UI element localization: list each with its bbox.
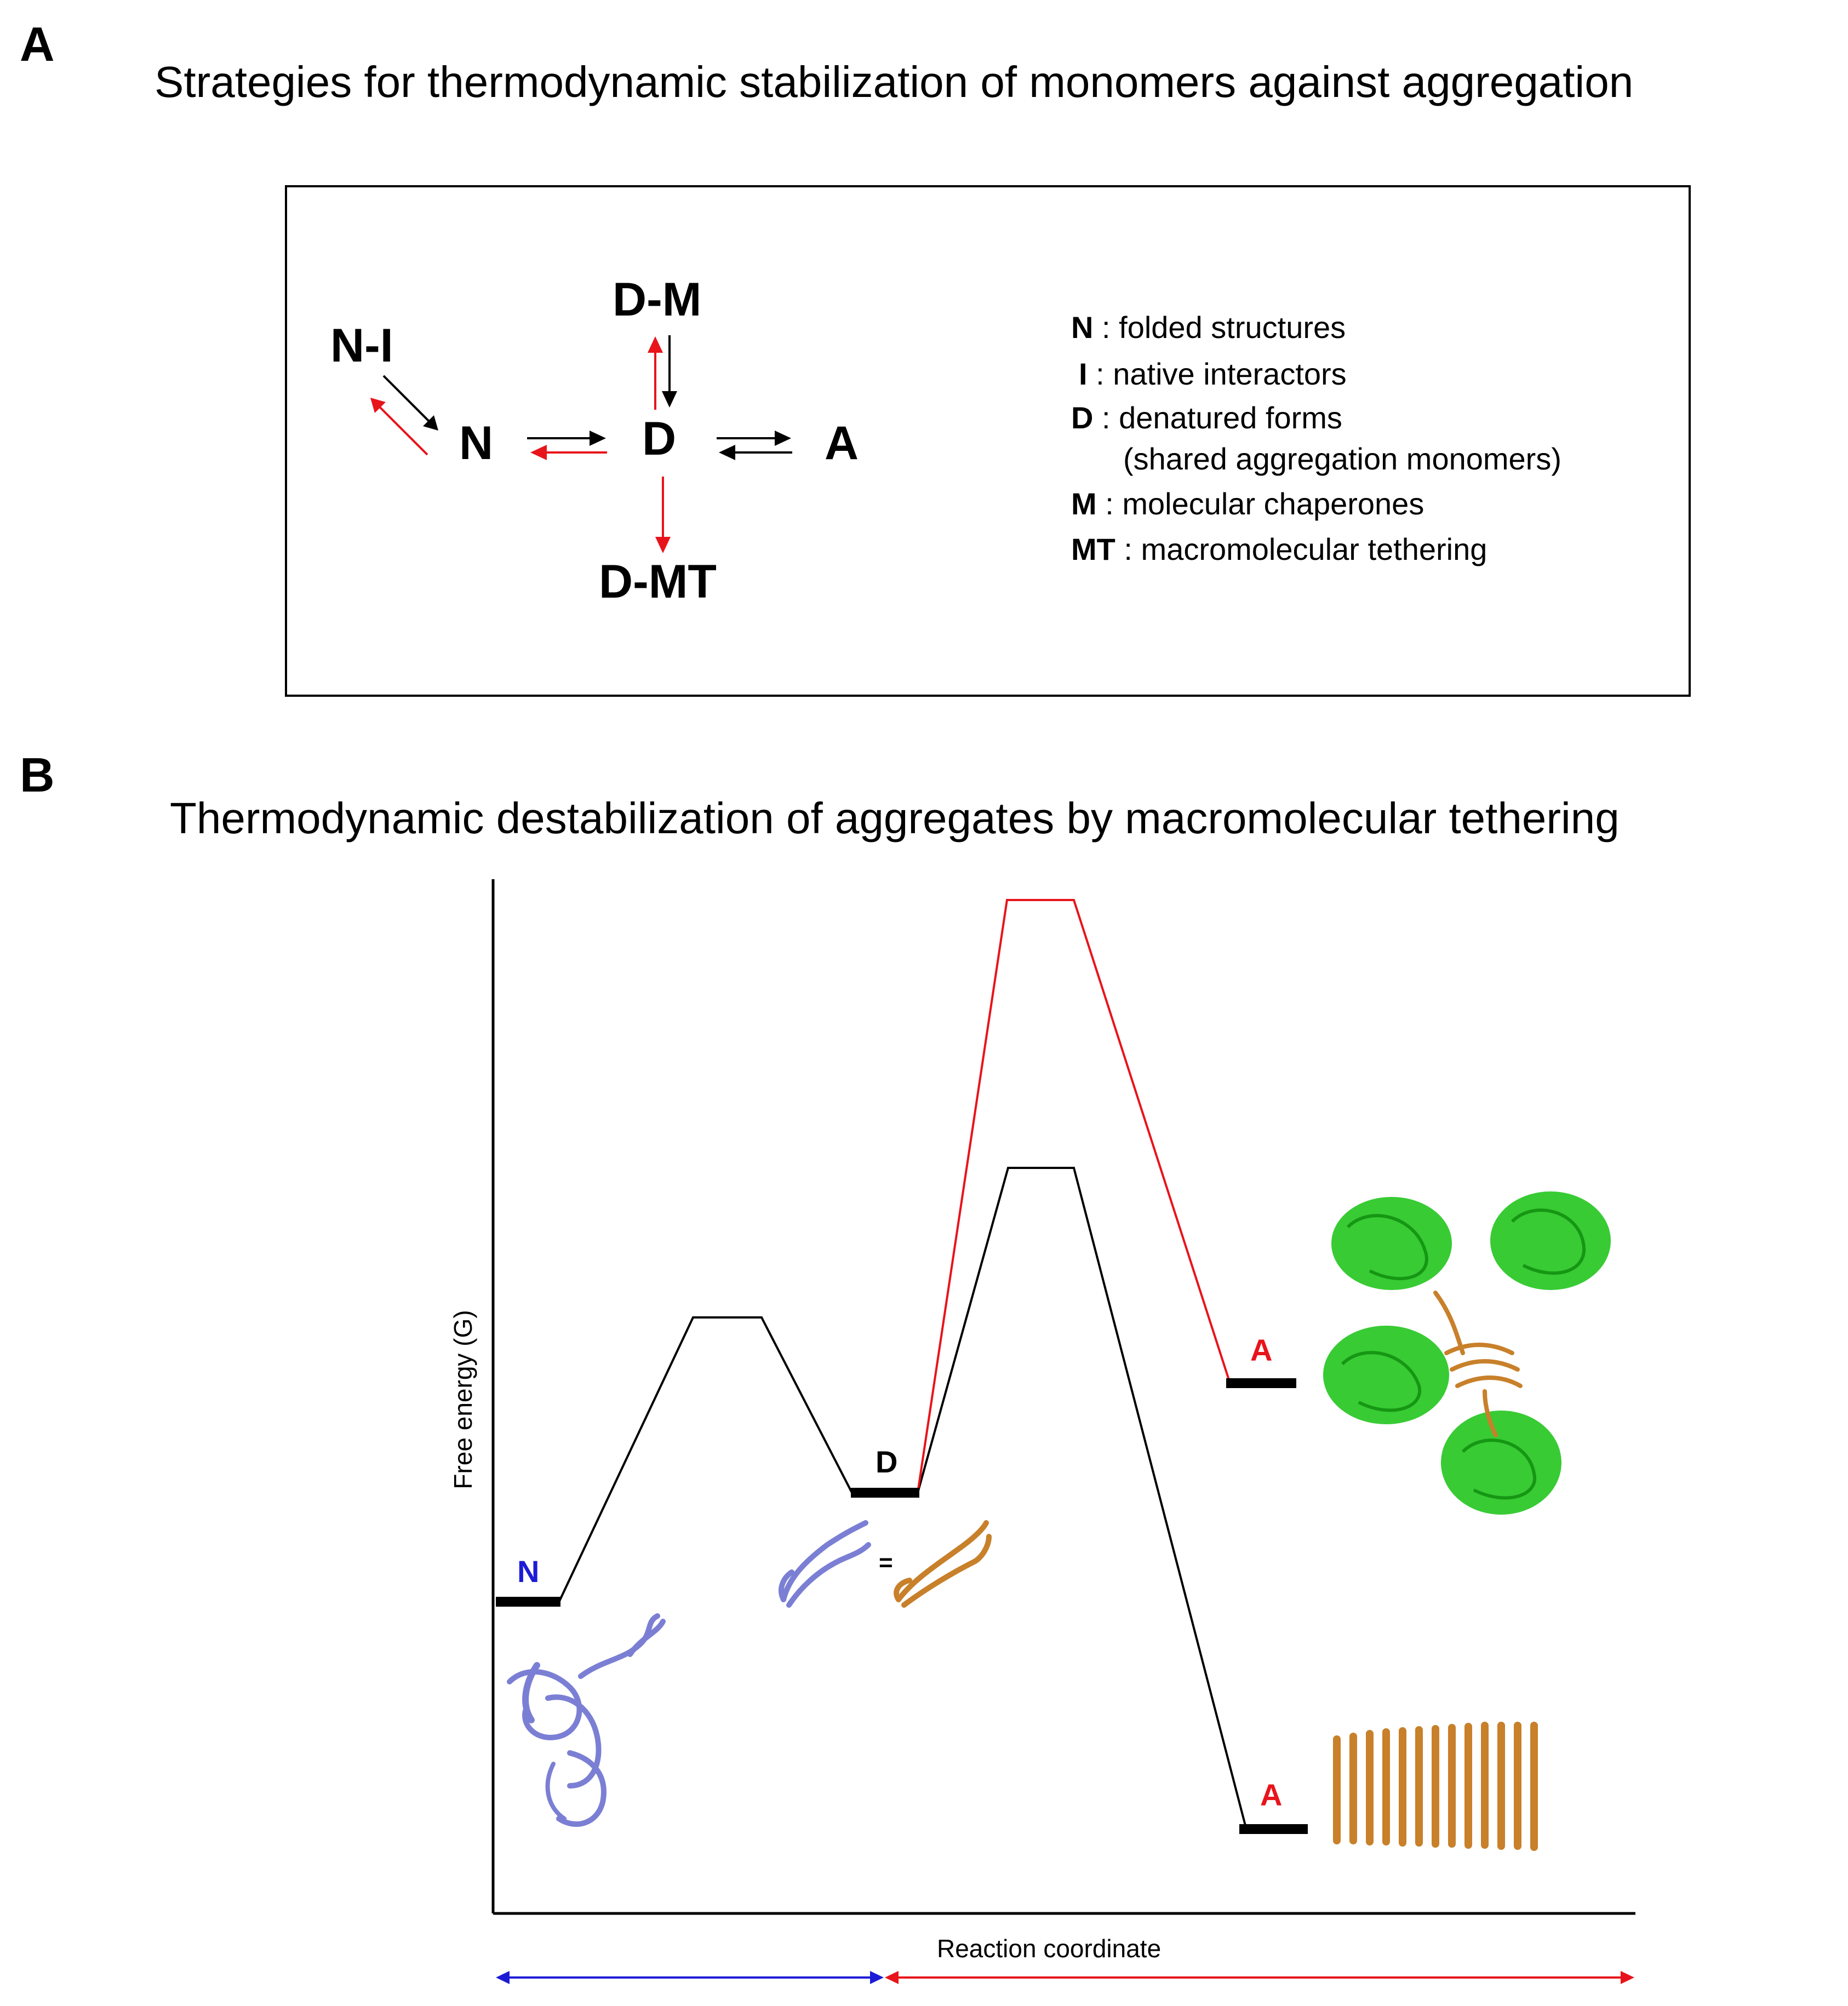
legend-row-i: I : native interactors: [1079, 357, 1347, 391]
legend-row-mt: MT : macromolecular tethering: [1071, 532, 1487, 566]
panel-a-letter: A: [20, 17, 55, 71]
node-d-m: D-M: [613, 273, 702, 326]
legend-row-n: N : folded structures: [1071, 310, 1346, 345]
arrow-d-to-n: [530, 445, 607, 460]
legend-row-d-note: (shared aggregation monomers): [1123, 442, 1561, 476]
level-a-untethered: [1239, 1824, 1308, 1834]
arrow-n-to-d: [527, 431, 606, 446]
arrow-a-to-d: [719, 445, 792, 460]
panel-a-scheme-box: [285, 185, 1691, 697]
arrow-d-m-to-d: [662, 335, 677, 408]
state-label-n: N: [517, 1554, 540, 1589]
arrow-d-to-d-m: [648, 336, 663, 410]
amyloid-fibril-image: [1333, 1722, 1538, 1851]
arrow-n-i-to-n: [382, 375, 438, 431]
state-label-a-tethered: A: [1250, 1333, 1273, 1367]
energy-path-untethered: [558, 1167, 1248, 1830]
arrow-d-to-d-mt: [655, 477, 671, 553]
level-n: [496, 1597, 560, 1607]
legend-row-m: M : molecular chaperones: [1071, 486, 1424, 521]
state-label-d: D: [876, 1445, 898, 1479]
node-n-i: N-I: [330, 319, 393, 372]
native-protein-image: [507, 1613, 666, 1827]
y-axis-label: Free energy (G): [449, 1310, 477, 1489]
panel-b-title: Thermodynamic destabilization of aggrega…: [170, 794, 1620, 842]
tethered-aggregate-image: [1323, 1191, 1611, 1515]
level-a-tethered: [1226, 1378, 1296, 1388]
state-label-a-untethered: A: [1260, 1778, 1283, 1812]
legend-row-d: D : denatured forms: [1071, 400, 1342, 435]
node-d: D: [642, 412, 677, 465]
panel-b-letter: B: [20, 748, 55, 802]
equals-sign: =: [879, 1549, 893, 1576]
arrow-n-to-n-i: [370, 398, 428, 456]
node-d-mt: D-MT: [599, 555, 717, 608]
arrow-d-to-a: [717, 431, 791, 446]
folding-range-arrow: [496, 1971, 884, 1984]
aggregation-range-arrow: [885, 1971, 1634, 1984]
x-axis-label: Reaction coordinate: [937, 1934, 1162, 1963]
denatured-monomer-orange-image: [894, 1520, 992, 1608]
energy-path-tethered: [917, 899, 1231, 1493]
node-a: A: [825, 417, 859, 469]
level-d: [851, 1488, 919, 1498]
panel-a-title: Strategies for thermodynamic stabilizati…: [155, 58, 1634, 106]
denatured-monomer-blue-image: [779, 1520, 871, 1608]
node-n: N: [459, 417, 494, 469]
